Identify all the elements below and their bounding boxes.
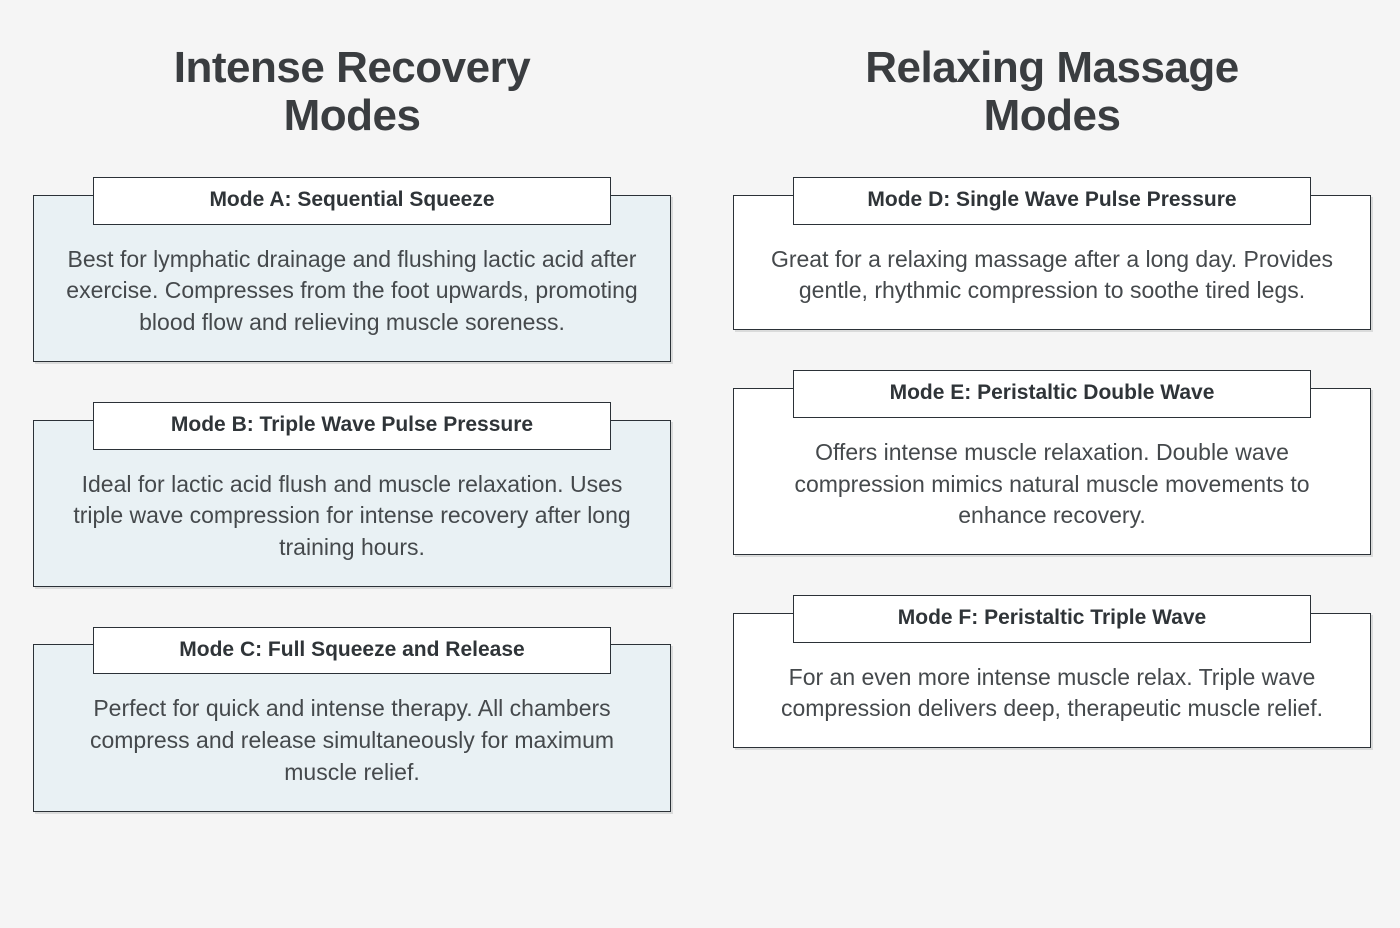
mode-card-d[interactable]: Mode D: Single Wave Pulse Pressure Great… — [722, 176, 1382, 331]
mode-card-b[interactable]: Mode B: Triple Wave Pulse Pressure Ideal… — [22, 401, 682, 587]
mode-card-a[interactable]: Mode A: Sequential Squeeze Best for lymp… — [22, 176, 682, 362]
mode-card-a-header: Mode A: Sequential Squeeze — [93, 176, 611, 225]
mode-card-e-header: Mode E: Peristaltic Double Wave — [793, 370, 1311, 418]
mode-card-b-header: Mode B: Triple Wave Pulse Pressure — [93, 401, 611, 450]
mode-card-c[interactable]: Mode C: Full Squeeze and Release Perfect… — [22, 626, 682, 812]
mode-card-f-header: Mode F: Peristaltic Triple Wave — [793, 594, 1311, 643]
column-relaxing-massage: Relaxing Massage Modes Mode D: Single Wa… — [722, 0, 1382, 749]
card-list-intense-recovery: Mode A: Sequential Squeeze Best for lymp… — [22, 176, 682, 812]
column-title-relaxing-massage: Relaxing Massage Modes — [865, 43, 1239, 141]
card-list-relaxing-massage: Mode D: Single Wave Pulse Pressure Great… — [722, 176, 1382, 749]
mode-card-d-header: Mode D: Single Wave Pulse Pressure — [793, 176, 1311, 225]
mode-card-e[interactable]: Mode E: Peristaltic Double Wave Offers i… — [722, 370, 1382, 555]
mode-card-f[interactable]: Mode F: Peristaltic Triple Wave For an e… — [722, 594, 1382, 749]
column-title-intense-recovery: Intense Recovery Modes — [173, 43, 531, 141]
mode-card-c-header: Mode C: Full Squeeze and Release — [93, 626, 611, 675]
column-intense-recovery: Intense Recovery Modes Mode A: Sequentia… — [22, 0, 682, 812]
